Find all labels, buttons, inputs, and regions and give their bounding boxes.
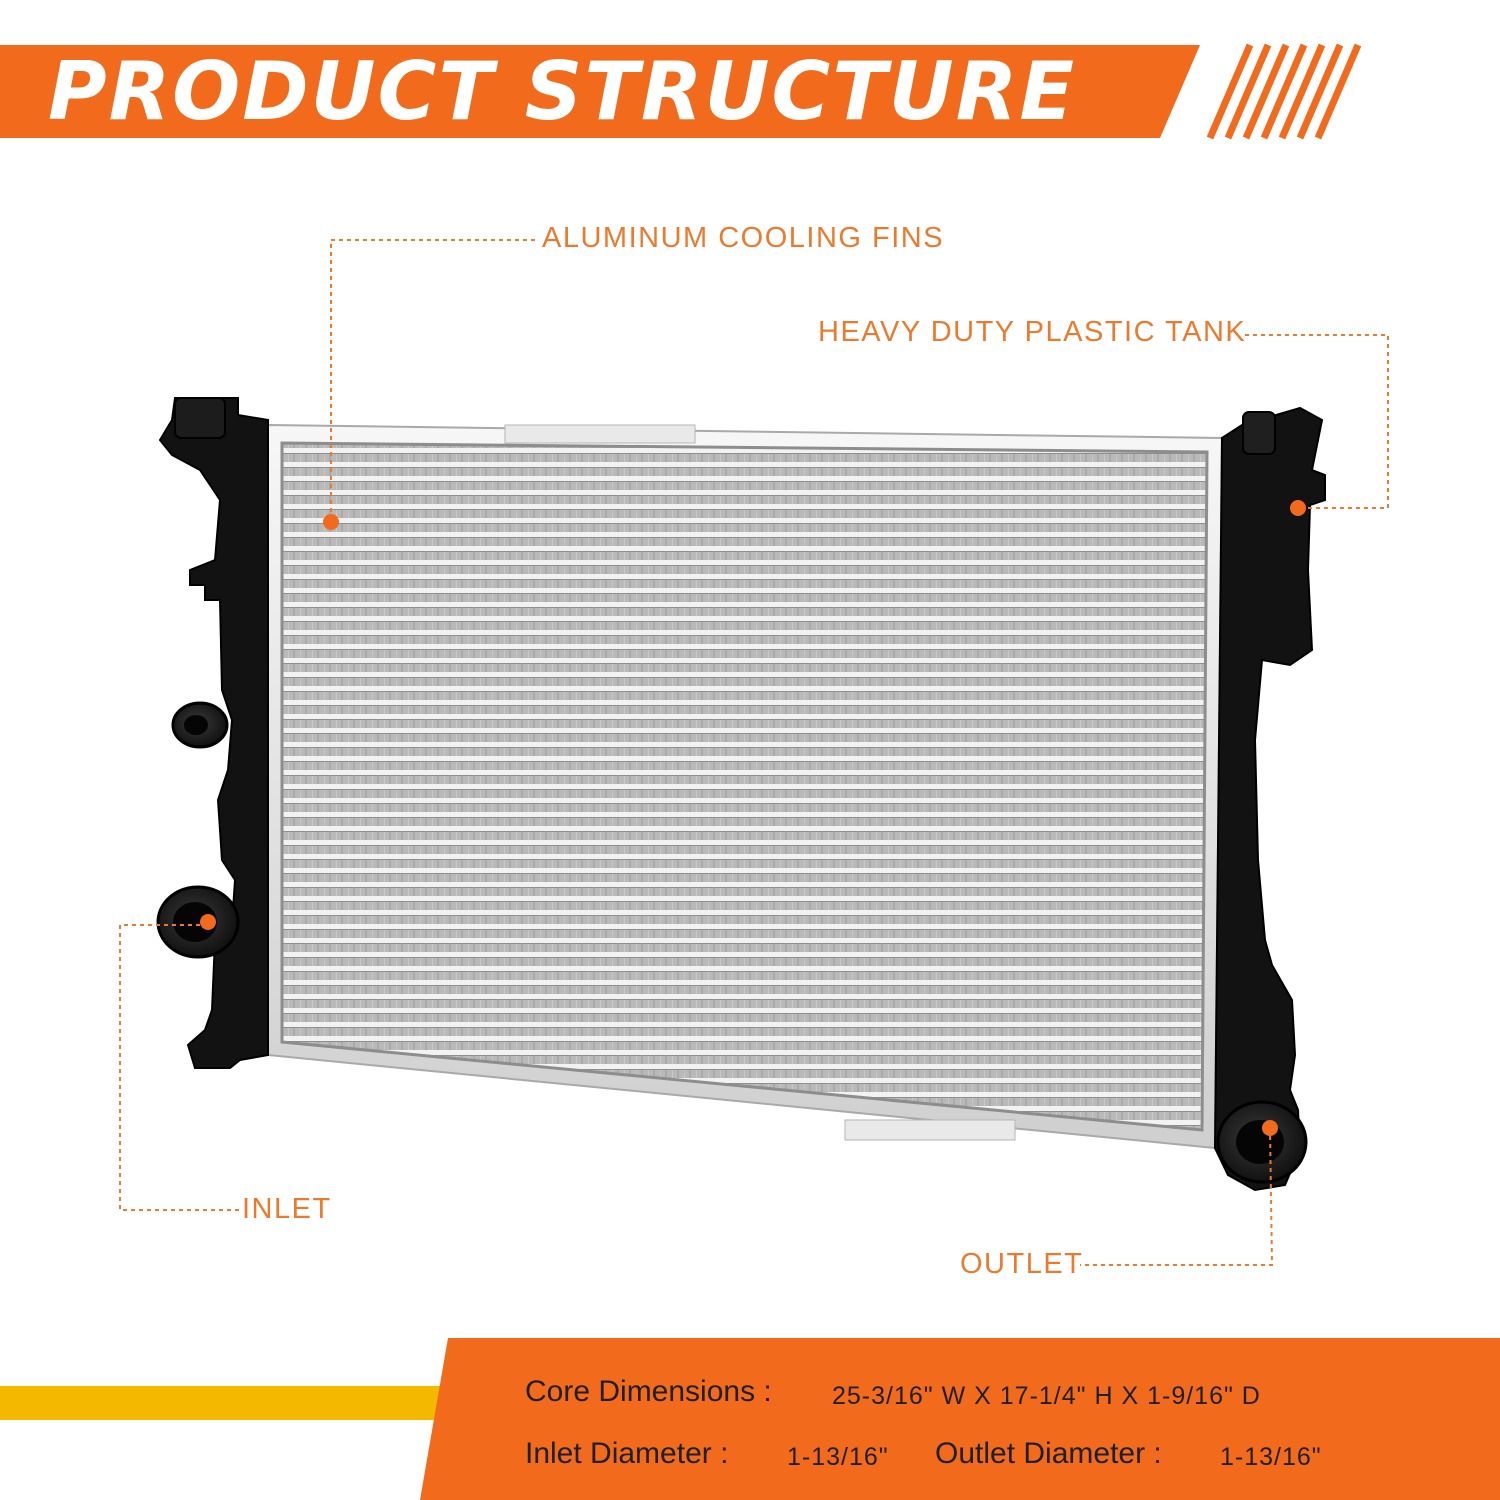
callout-label-inlet: INLET <box>242 1193 332 1225</box>
callout-label-fins: ALUMINUM COOLING FINS <box>542 222 945 254</box>
inlet-diameter-value: 1-13/16" <box>787 1443 889 1471</box>
right-tank-cap <box>1242 411 1276 455</box>
fins-callout-line <box>330 239 535 522</box>
outlet-callout-dot <box>1262 1120 1278 1136</box>
page-title: PRODUCT STRUCTURE <box>48 45 1076 138</box>
tank-callout-dot <box>1290 500 1306 516</box>
title-banner <box>0 43 1362 140</box>
tank-callout-line <box>1245 334 1389 509</box>
bottom-frame-tab <box>844 1119 1016 1141</box>
spec-banner <box>0 1338 1500 1500</box>
left-plastic-tank <box>158 397 269 1069</box>
fins-callout-dot <box>323 514 339 530</box>
title-banner-stripes <box>1206 43 1362 140</box>
title-banner-bar <box>0 45 1200 138</box>
left-tank-cap <box>174 397 226 439</box>
left-upper-pipe-opening <box>184 715 208 735</box>
spec-banner-orange-panel <box>420 1338 1500 1500</box>
inlet-callout-line <box>119 924 240 1211</box>
core-shading <box>280 441 1209 1132</box>
spec-banner-yellow-bar <box>0 1386 450 1420</box>
callout-lines <box>119 239 1389 1266</box>
top-frame-tab <box>504 424 696 444</box>
callout-label-outlet: OUTLET <box>960 1248 1084 1280</box>
inlet-pipe-opening <box>173 902 217 942</box>
callout-label-tank: HEAVY DUTY PLASTIC TANK <box>818 316 1247 348</box>
outlet-diameter-value: 1-13/16" <box>1220 1443 1322 1471</box>
inlet-callout-dot <box>200 914 216 930</box>
core-dimensions-label: Core Dimensions : <box>525 1375 772 1408</box>
outlet-diameter-label: Outlet Diameter : <box>935 1437 1162 1470</box>
inlet-diameter-label: Inlet Diameter : <box>525 1437 729 1470</box>
core-dimensions-value: 25-3/16" W X 17-1/4" H X 1-9/16" D <box>832 1382 1261 1410</box>
cooling-fin-core <box>282 443 1207 1130</box>
right-plastic-tank <box>1213 406 1326 1192</box>
outlet-callout-line <box>1080 1127 1274 1266</box>
